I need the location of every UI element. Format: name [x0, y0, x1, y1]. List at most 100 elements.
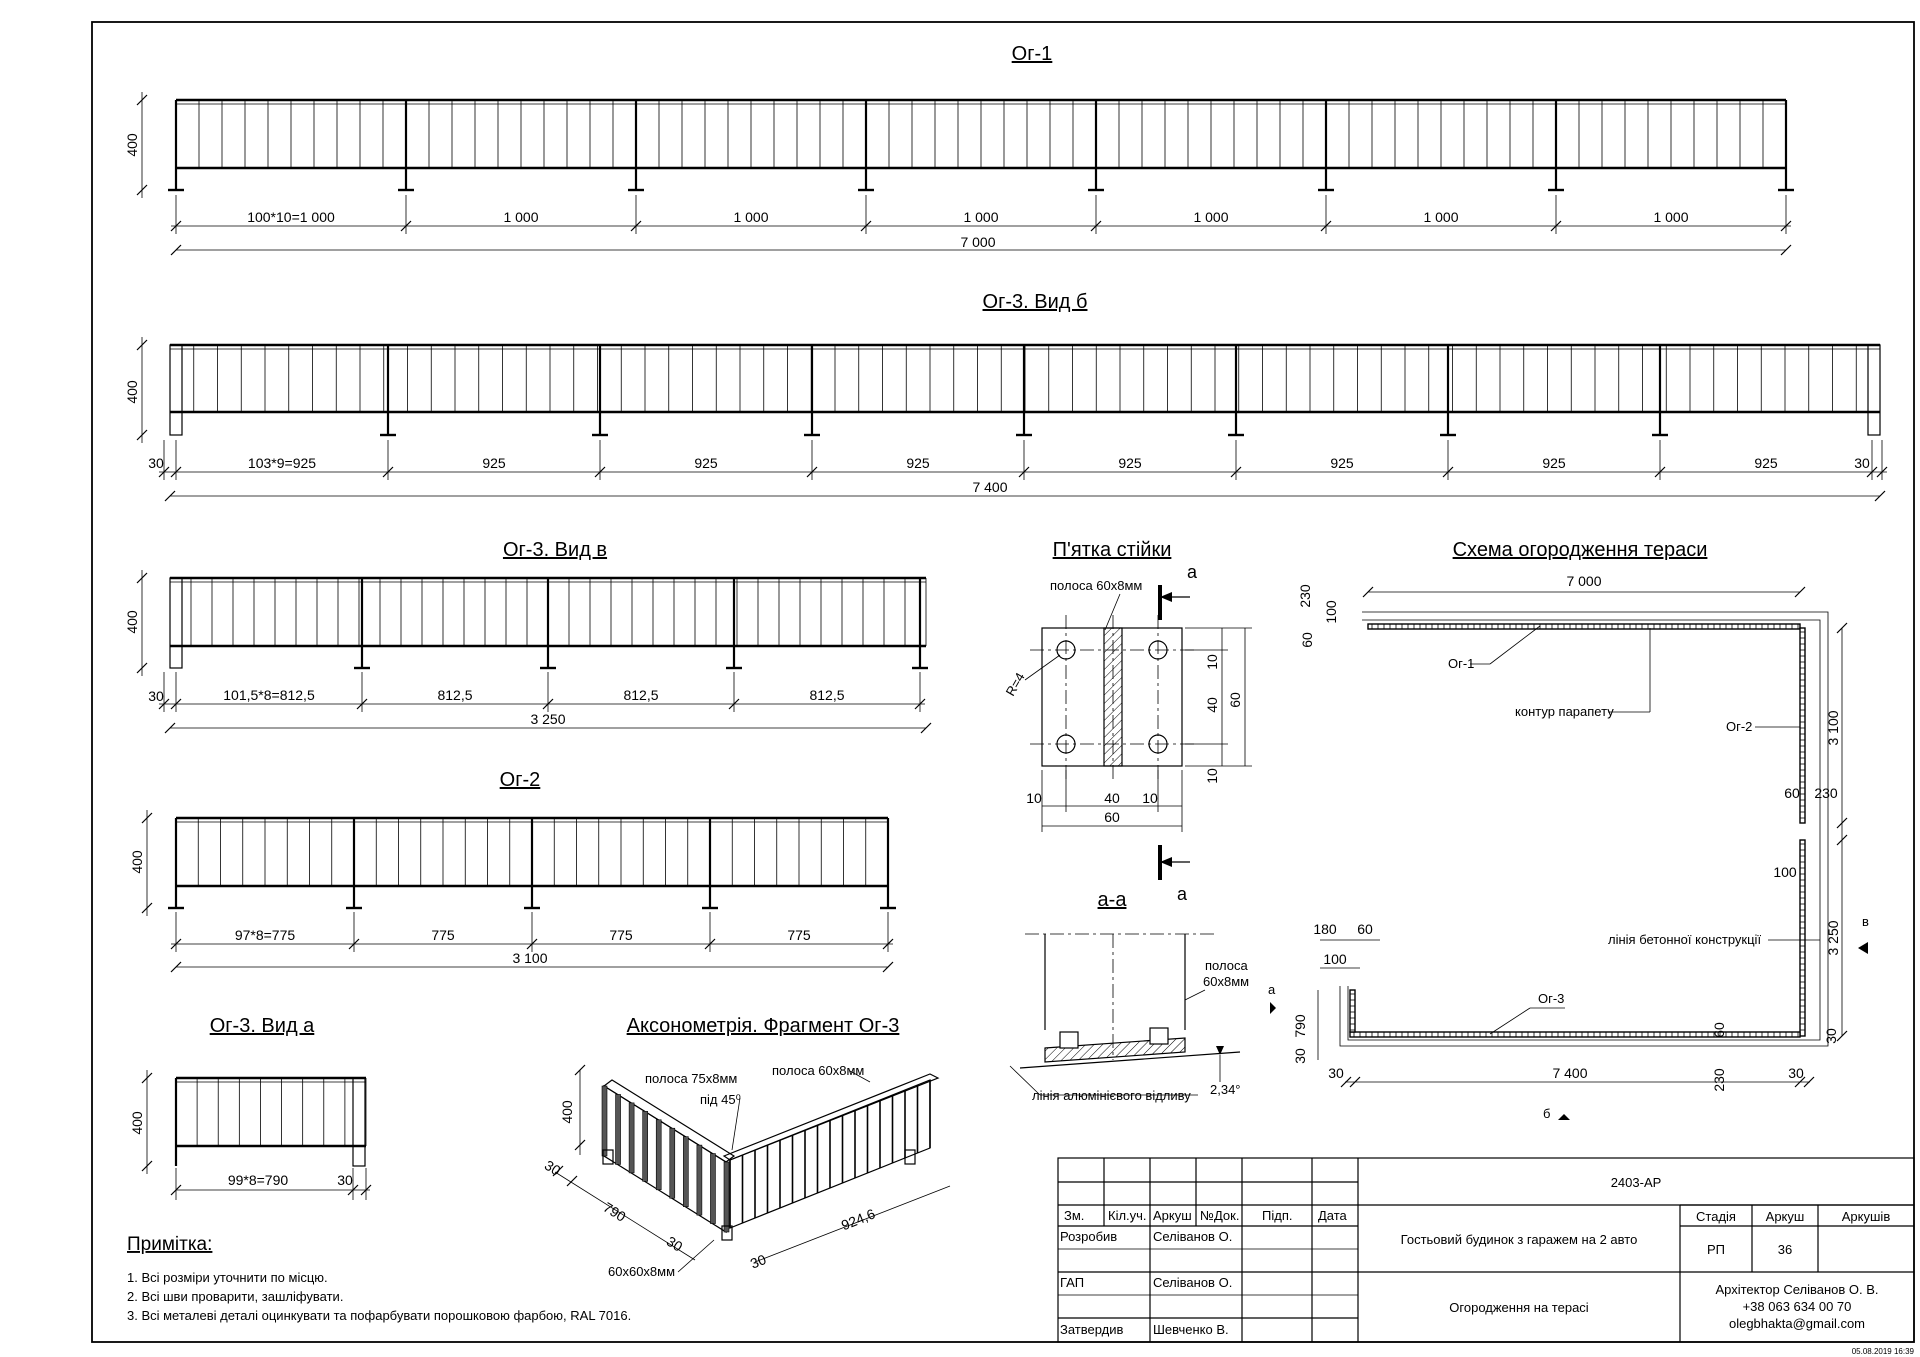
base-cut-a-bottom: а	[1177, 884, 1188, 904]
scheme-d790: 790	[1292, 1014, 1308, 1038]
notes: Примітка: 1. Всі розміри уточнити по міс…	[127, 1234, 631, 1323]
tb-name-3: Шевченко В.	[1153, 1322, 1229, 1337]
section-strip1: полоса	[1205, 958, 1248, 973]
dim-label: 925	[1754, 455, 1778, 471]
section-drip: лінія алюмінієвого відливу	[1032, 1088, 1191, 1103]
tb-code: 2403-АР	[1611, 1175, 1662, 1190]
og3b-height-dim: 400	[124, 380, 140, 404]
og3b-railing	[136, 337, 1881, 443]
dim-tick	[136, 339, 148, 351]
section-title: а-а	[1098, 889, 1128, 911]
end-post	[169, 577, 183, 669]
axon-strip60: полоса 60х8мм	[772, 1063, 864, 1078]
tb-col-arkush: Аркуш	[1153, 1208, 1192, 1223]
dim-label: 1 000	[1653, 209, 1688, 225]
scheme-d100b: 100	[1773, 864, 1797, 880]
axon-angle: під 45⁰	[700, 1092, 741, 1107]
tb-col-data: Дата	[1318, 1208, 1348, 1223]
dim-tick	[356, 698, 368, 710]
og3a-title: Ог-3. Вид а	[210, 1015, 315, 1037]
base-h40: 40	[1104, 790, 1120, 806]
axon-d924: 924,6	[839, 1205, 878, 1233]
axonometry: Аксонометрія. Фрагмент Ог-3 400 30 790 3…	[542, 1015, 951, 1279]
dim-label: 97*8=775	[235, 927, 296, 943]
base-cut-a-top: а	[1187, 562, 1198, 582]
tb-role-1: Розробив	[1060, 1229, 1117, 1244]
dim-label: 100*10=1 000	[247, 209, 335, 225]
scheme-d180: 180	[1313, 921, 1337, 937]
base-radius: R=4	[1003, 670, 1028, 698]
scheme-top: 7 000	[1566, 573, 1601, 589]
dim-label: 925	[482, 455, 506, 471]
terrace-scheme: Схема огородження тераси 7 000 230 100 6…	[1268, 539, 1869, 1121]
dim-label: 812,5	[809, 687, 844, 703]
dim-tick	[1550, 220, 1562, 232]
dim-label: 103*9=925	[248, 455, 316, 471]
tb-role-2: ГАП	[1060, 1275, 1084, 1290]
dim-tick	[704, 938, 716, 950]
dim-tick	[594, 466, 606, 478]
dim-tick	[914, 698, 926, 710]
dim-tick	[141, 812, 153, 824]
dim-tick	[1780, 220, 1792, 232]
scheme-concrete: лінія бетонної конструкції	[1608, 932, 1761, 947]
tb-sheet-no: 36	[1778, 1242, 1792, 1257]
dim-tick	[882, 938, 894, 950]
section-strip2: 60х8мм	[1203, 974, 1249, 989]
tb-stage: РП	[1707, 1242, 1725, 1257]
end-post	[169, 344, 183, 436]
axon-picket	[642, 1111, 648, 1182]
dim-tick	[1780, 244, 1792, 256]
dim-tick	[170, 961, 182, 973]
tb-sheet-header: Аркуш	[1766, 1209, 1805, 1224]
dim-tick	[1320, 220, 1332, 232]
dim-tick	[170, 244, 182, 256]
scheme-title: Схема огородження тераси	[1453, 539, 1708, 561]
scheme-parapet: контур парапету	[1515, 704, 1614, 719]
axon-d30a: 30	[542, 1157, 564, 1179]
tb-email: olegbhakta@gmail.com	[1729, 1316, 1865, 1331]
dim-tick	[136, 662, 148, 674]
notes-title: Примітка:	[127, 1234, 212, 1255]
dim-label: 925	[1330, 455, 1354, 471]
dim-label: 775	[609, 927, 633, 943]
dim-tick	[728, 698, 740, 710]
tb-col-pidp: Підп.	[1262, 1208, 1292, 1223]
base-h10a: 10	[1026, 790, 1042, 806]
dim-tick	[382, 466, 394, 478]
scheme-d100a: 100	[1323, 600, 1339, 624]
dim-tick	[806, 466, 818, 478]
section-aa: а-а полоса 60х8мм 2,34° лінія алюмінієво…	[1009, 889, 1249, 1103]
timestamp: 05.08.2019 16:39	[1852, 1347, 1915, 1356]
dim-tick	[136, 429, 148, 441]
axon-picket	[710, 1153, 716, 1224]
dim-label: 812,5	[623, 687, 658, 703]
og3v-total: 3 250	[530, 711, 565, 727]
dim-tick	[526, 938, 538, 950]
tb-col-kil: Кіл.уч.	[1108, 1208, 1147, 1223]
base-h10b: 10	[1142, 790, 1158, 806]
scheme-og2: Ог-2	[1726, 719, 1752, 734]
base-h60: 60	[1104, 809, 1120, 825]
base-v40: 40	[1204, 697, 1220, 713]
dim-tick	[860, 220, 872, 232]
axon-picket	[628, 1102, 635, 1174]
base-v10a: 10	[1204, 654, 1220, 670]
axon-d790: 790	[601, 1199, 629, 1225]
axon-height: 400	[559, 1100, 575, 1124]
axon-picket	[696, 1144, 703, 1216]
dim-tick	[170, 938, 182, 950]
dim-tick	[1018, 466, 1030, 478]
dim-label: 1 000	[1423, 209, 1458, 225]
axon-picket	[669, 1127, 676, 1199]
og3a-span: 99*8=790	[228, 1172, 289, 1188]
dim-tick	[348, 938, 360, 950]
post-base-detail: П'ятка стійки полоса 60х8мм R=4 а а 10 4…	[1003, 539, 1252, 904]
note-item: 2. Всі шви проварити, зашліфувати.	[127, 1289, 343, 1304]
dim-label: 925	[1542, 455, 1566, 471]
